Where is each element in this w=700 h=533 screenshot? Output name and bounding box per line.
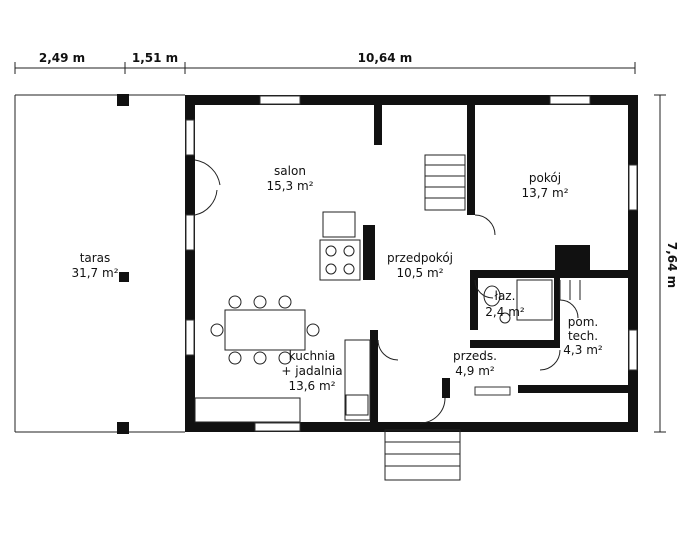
- dining-table: [210, 295, 320, 365]
- column: [117, 94, 129, 106]
- svg-text:31,7 m²: 31,7 m²: [71, 266, 118, 280]
- svg-text:łaz.: łaz.: [495, 289, 516, 303]
- boiler: [555, 245, 590, 300]
- svg-text:taras: taras: [80, 251, 111, 265]
- svg-text:15,3 m²: 15,3 m²: [266, 179, 313, 193]
- room-pom-tech: pom. tech. 4,3 m²: [563, 315, 603, 357]
- svg-text:4,9 m²: 4,9 m²: [455, 364, 495, 378]
- svg-text:2,4 m²: 2,4 m²: [485, 305, 525, 319]
- room-labels: salon 15,3 m² pokój 13,7 m² przedpokój 1…: [71, 164, 602, 393]
- room-przeds: przeds. 4,9 m²: [453, 349, 497, 378]
- svg-text:kuchnia: kuchnia: [289, 349, 336, 363]
- room-kuchnia: kuchnia + jadalnia 13,6 m²: [281, 349, 342, 393]
- svg-text:przedpokój: przedpokój: [387, 251, 453, 265]
- interior-walls: [370, 95, 638, 430]
- svg-text:przeds.: przeds.: [453, 349, 497, 363]
- svg-text:13,6 m²: 13,6 m²: [288, 379, 335, 393]
- column: [117, 422, 129, 434]
- svg-text:pom.: pom.: [568, 315, 598, 329]
- column: [119, 272, 129, 282]
- doors: [194, 159, 579, 424]
- svg-text:pokój: pokój: [529, 171, 561, 185]
- windows: [185, 95, 638, 432]
- bathroom-fixtures: [483, 279, 553, 324]
- svg-text:salon: salon: [274, 164, 306, 178]
- svg-text:+ jadalnia: + jadalnia: [281, 364, 342, 378]
- svg-text:13,7 m²: 13,7 m²: [521, 186, 568, 200]
- svg-text:4,3 m²: 4,3 m²: [563, 343, 603, 357]
- dimension-lines: [14, 62, 666, 433]
- dimension-labels: 2,49 m 1,51 m 10,64 m 7,64 m: [39, 51, 679, 288]
- kitchen-counter: [194, 339, 371, 423]
- svg-text:10,5 m²: 10,5 m²: [396, 266, 443, 280]
- dimension-top-2: 1,51 m: [132, 51, 178, 65]
- terrace-outline: [14, 94, 185, 434]
- room-lazienka: łaz. 2,4 m²: [485, 289, 525, 319]
- room-taras: taras 31,7 m²: [71, 251, 118, 280]
- room-pokoj: pokój 13,7 m²: [521, 171, 568, 200]
- room-salon: salon 15,3 m²: [266, 164, 313, 193]
- dimension-top-1: 2,49 m: [39, 51, 85, 65]
- kitchen-stove: [319, 211, 375, 281]
- outer-walls: [185, 95, 638, 432]
- stairs: [384, 154, 466, 481]
- room-przedpokoj: przedpokój 10,5 m²: [387, 251, 453, 280]
- dimension-right: 7,64 m: [665, 242, 679, 288]
- dimension-top-3: 10,64 m: [358, 51, 413, 65]
- svg-text:tech.: tech.: [568, 329, 598, 343]
